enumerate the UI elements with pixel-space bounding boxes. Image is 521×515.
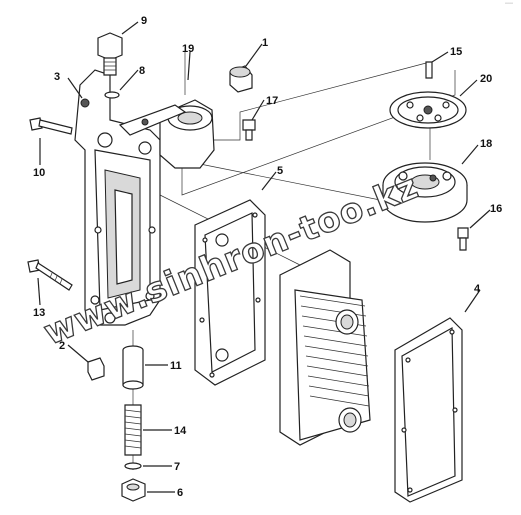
plate-20 bbox=[389, 91, 467, 129]
callout-11: 11 bbox=[170, 360, 182, 372]
cap-1 bbox=[229, 65, 253, 93]
o-ring-8 bbox=[104, 91, 120, 99]
o-ring-7 bbox=[124, 462, 142, 470]
filter-head-18 bbox=[382, 162, 468, 223]
spring-14 bbox=[124, 404, 142, 456]
callout-14: 14 bbox=[174, 425, 187, 437]
gasket-5 bbox=[194, 199, 266, 386]
gasket-4 bbox=[394, 317, 463, 503]
fitting-16 bbox=[457, 227, 469, 251]
cooler-element bbox=[279, 249, 371, 446]
callout-8: 8 bbox=[139, 65, 145, 77]
callout-15: 15 bbox=[450, 46, 462, 58]
callout-9: 9 bbox=[141, 15, 147, 27]
callout-17: 17 bbox=[266, 95, 278, 107]
callout-leaders bbox=[37, 21, 491, 493]
plug-9 bbox=[97, 32, 123, 76]
callout-18: 18 bbox=[480, 138, 492, 150]
corner-mark: °°°° bbox=[505, 2, 513, 7]
bolt-10 bbox=[29, 117, 73, 135]
bolt-13 bbox=[27, 259, 73, 291]
pin-15 bbox=[425, 61, 433, 79]
callout-1: 1 bbox=[262, 37, 268, 49]
oil-cooler-housing bbox=[74, 69, 161, 326]
plug-6 bbox=[121, 478, 146, 502]
callout-6: 6 bbox=[177, 487, 183, 499]
plug-17 bbox=[242, 119, 256, 141]
plug-3 bbox=[80, 98, 90, 108]
cap-2 bbox=[87, 357, 105, 381]
callout-10: 10 bbox=[33, 167, 45, 179]
valve-11 bbox=[122, 345, 144, 390]
callout-7: 7 bbox=[174, 461, 180, 473]
callout-5: 5 bbox=[277, 165, 283, 177]
callout-4: 4 bbox=[474, 283, 481, 295]
callout-16: 16 bbox=[490, 203, 502, 215]
valve-head bbox=[118, 99, 215, 169]
callout-labels: 9 8 3 19 1 15 20 17 18 5 10 16 4 13 2 11… bbox=[33, 15, 502, 499]
callout-19: 19 bbox=[182, 43, 194, 55]
callout-3: 3 bbox=[54, 71, 60, 83]
callout-13: 13 bbox=[33, 307, 45, 319]
callout-20: 20 bbox=[480, 73, 492, 85]
callout-2: 2 bbox=[59, 340, 65, 352]
